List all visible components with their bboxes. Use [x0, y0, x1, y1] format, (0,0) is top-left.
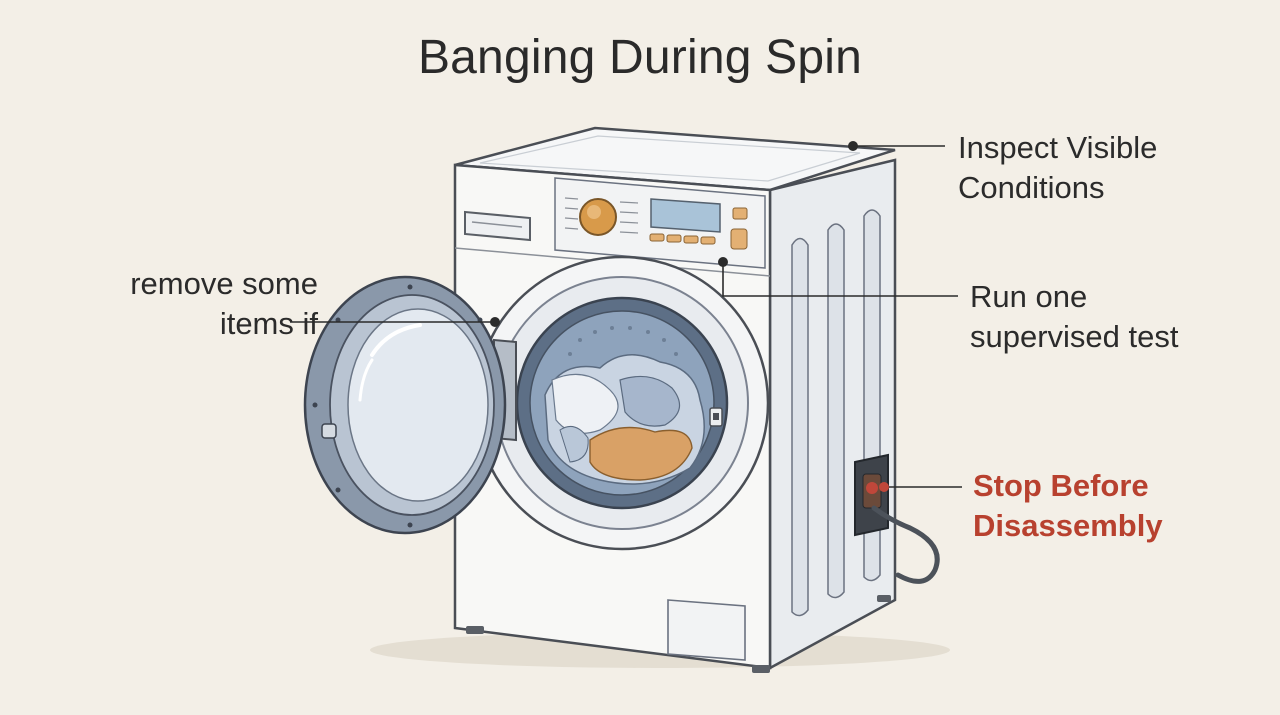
callout-test-line2: supervised test: [970, 319, 1179, 355]
lcd-display: [650, 198, 721, 233]
callout-remove-some-items: remove some items if: [130, 264, 318, 345]
callout-stop-before-disassembly: Stop Before Disassembly: [973, 466, 1163, 547]
panel-button: [700, 236, 716, 245]
machine-foot: [466, 626, 484, 634]
start-button: [732, 207, 748, 220]
callout-stop-line2: Disassembly: [973, 508, 1163, 544]
marker-stop: [879, 482, 889, 492]
machine-foot: [877, 595, 891, 602]
page-title: Banging During Spin: [417, 31, 863, 84]
filter-hatch: [667, 599, 746, 661]
callout-remove-line2: items if: [219, 306, 318, 342]
side-rib: [791, 237, 809, 617]
callout-inspect-line2: Conditions: [958, 170, 1105, 206]
callout-stop-line1: Stop Before: [973, 468, 1149, 503]
door-glass: [347, 308, 489, 502]
leader-lines: [290, 145, 962, 488]
leader-test: [722, 262, 958, 297]
side-rib: [827, 223, 845, 599]
callout-run-supervised-test: Run one supervised test: [970, 277, 1179, 358]
panel-button: [683, 235, 699, 244]
detergent-drawer: [464, 210, 531, 242]
panel-button: [649, 233, 665, 242]
marker-remove: [490, 317, 500, 327]
callout-inspect-line1: Inspect Visible: [958, 130, 1158, 165]
panel-button: [666, 234, 682, 243]
machine-foot: [752, 665, 770, 673]
marker-test: [718, 257, 728, 267]
door-handle: [321, 423, 337, 439]
marker-inspect: [848, 141, 858, 151]
power-button: [730, 228, 748, 250]
callout-remove-line1: remove some: [130, 266, 318, 301]
power-cord: [871, 505, 940, 584]
callout-test-line1: Run one: [970, 279, 1088, 314]
callout-inspect-visible-conditions: Inspect Visible Conditions: [958, 128, 1157, 209]
